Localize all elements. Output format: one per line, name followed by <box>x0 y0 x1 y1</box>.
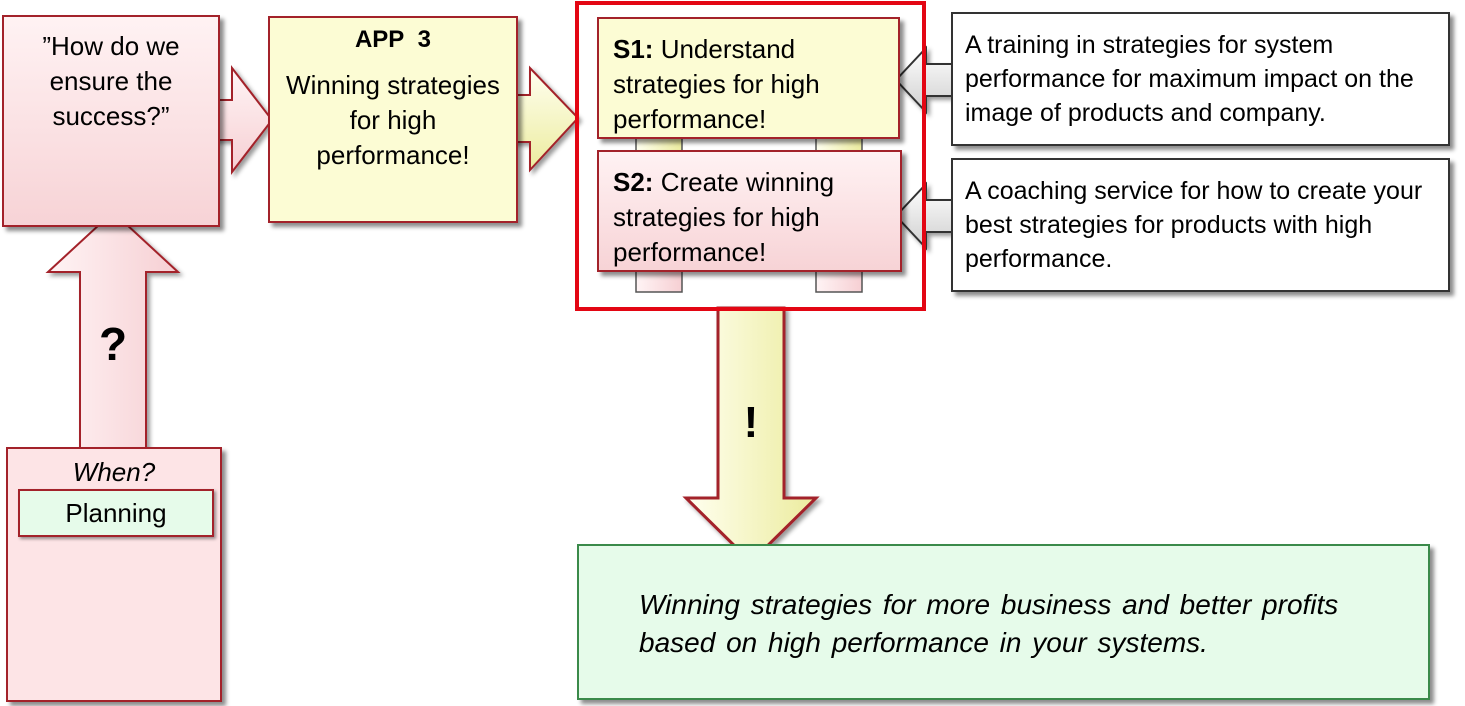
s2-description: Create winning strategies for high perfo… <box>613 167 835 267</box>
result-box: Winning strategies for more business and… <box>577 544 1430 700</box>
s1-label: S1: <box>613 34 654 64</box>
s2-box: S2: Create winning strategies for high p… <box>597 150 902 272</box>
app-title: APP 3 <box>270 24 516 56</box>
question-mark: ? <box>98 318 128 370</box>
planning-label: Planning <box>65 498 167 528</box>
question-text: ”How do we ensure the success?” <box>42 31 180 131</box>
s1-box: S1: Understand strategies for high perfo… <box>597 17 900 139</box>
result-text: Winning strategies for more business and… <box>639 589 1339 658</box>
when-box: When? Planning <box>6 447 222 702</box>
s1-desc-box: A training in strategies for system perf… <box>951 12 1450 146</box>
app-text: Winning strategies for high performance! <box>286 70 500 170</box>
arrow-down-yellow <box>682 306 820 565</box>
when-title: When? <box>72 457 156 487</box>
app-box: APP 3 Winning strategies for high perfor… <box>268 16 518 223</box>
s2-label: S2: <box>613 167 654 197</box>
exclamation-mark: ! <box>743 398 759 447</box>
arrow-up-pink <box>45 210 181 451</box>
app-title-label: APP <box>354 26 405 53</box>
s2-text: S2: Create winning strategies for high p… <box>613 165 894 270</box>
question-box: ”How do we ensure the success?” <box>2 15 220 227</box>
connector-post-right-bottom <box>815 267 863 293</box>
s2-desc-text: A coaching service for how to create you… <box>965 177 1423 273</box>
s2-desc-box: A coaching service for how to create you… <box>951 158 1450 292</box>
strategy-group-frame <box>575 1 926 311</box>
s1-text: S1: Understand strategies for high perfo… <box>613 32 892 137</box>
s1-desc-text: A training in strategies for system perf… <box>965 31 1414 127</box>
s1-description: Understand strategies for high performan… <box>613 34 820 134</box>
planning-item: Planning <box>18 489 214 537</box>
app-title-number: 3 <box>417 26 432 53</box>
